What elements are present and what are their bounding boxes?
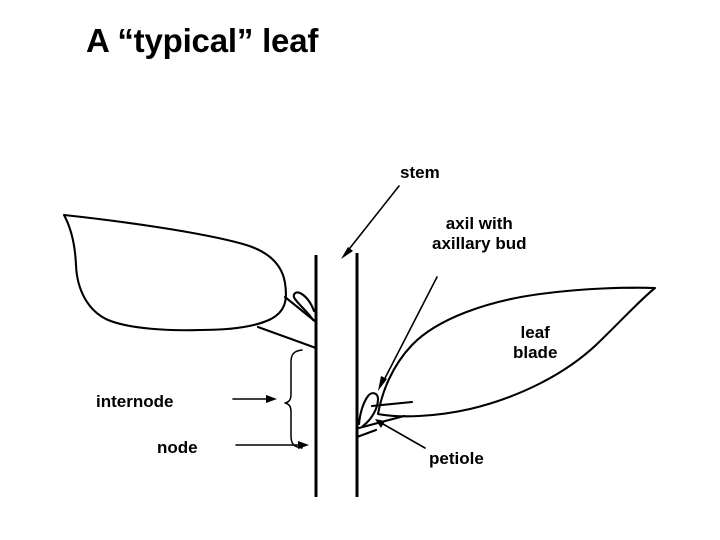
label-stem: stem (400, 163, 440, 182)
label-petiole: petiole (429, 449, 484, 468)
label-node: node (157, 438, 198, 457)
internode-brace (284, 349, 303, 449)
petiole-leader (375, 419, 426, 449)
label-internode: internode (96, 392, 174, 411)
page-title: A “typical” leaf (86, 22, 319, 59)
label-leaf-blade-line1: leaf (520, 323, 550, 342)
label-axil-with-axillary-bud: axil with axillary bud (432, 214, 526, 254)
right-axillary-bud (357, 392, 380, 428)
left-axillary-bud (292, 291, 316, 322)
label-leaf-blade-line2: blade (513, 343, 558, 363)
left-leaf-blade (62, 213, 287, 332)
right-petiole-upper (370, 400, 414, 408)
right-leaf-blade (376, 286, 657, 418)
stem-leader (341, 185, 400, 259)
label-axil-line2: axillary bud (432, 234, 527, 254)
right-node-shoulder (355, 428, 378, 439)
node-leader (235, 441, 309, 449)
internode-leader (232, 395, 277, 403)
label-leaf-blade: leaf blade (513, 323, 557, 363)
left-petiole-lower (256, 325, 318, 350)
label-axil-line1: axil with (445, 214, 513, 233)
axil-leader (378, 276, 438, 391)
